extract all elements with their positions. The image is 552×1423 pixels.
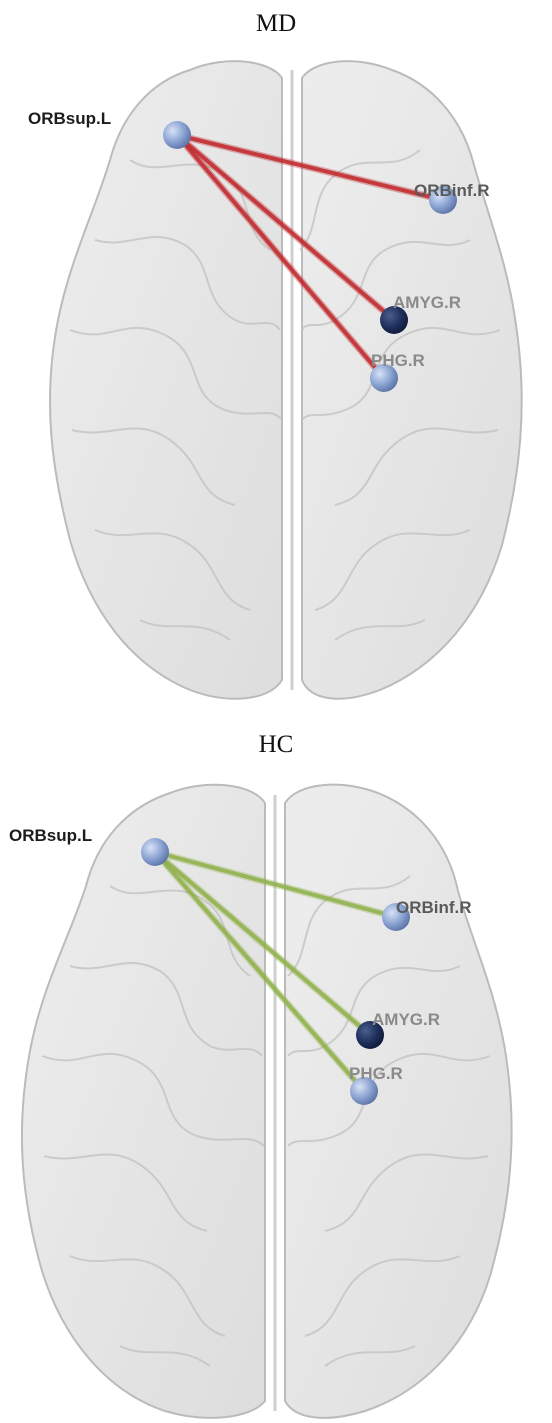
node-orbsup	[163, 121, 191, 149]
hc-panel: HC ORBsup.L ORBinf.R AMYG.R	[0, 711, 552, 1423]
node-orbsup	[141, 838, 169, 866]
left-hemisphere	[50, 61, 282, 699]
label-amyg: AMYG.R	[372, 1010, 440, 1029]
md-panel: MD	[0, 0, 552, 711]
left-hemisphere	[22, 785, 265, 1418]
label-orbinf: ORBinf.R	[396, 898, 472, 917]
label-orbsup: ORBsup.L	[28, 109, 111, 128]
label-phg: PHG.R	[349, 1064, 403, 1083]
right-hemisphere	[285, 785, 512, 1418]
brain-figure-md: ORBsup.L ORBinf.R AMYG.R PHG.R	[0, 0, 552, 711]
label-amyg: AMYG.R	[393, 293, 461, 312]
label-orbinf: ORBinf.R	[414, 181, 490, 200]
brain-figure-hc: ORBsup.L ORBinf.R AMYG.R PHG.R	[0, 711, 552, 1423]
label-orbsup: ORBsup.L	[9, 826, 92, 845]
label-phg: PHG.R	[371, 351, 425, 370]
